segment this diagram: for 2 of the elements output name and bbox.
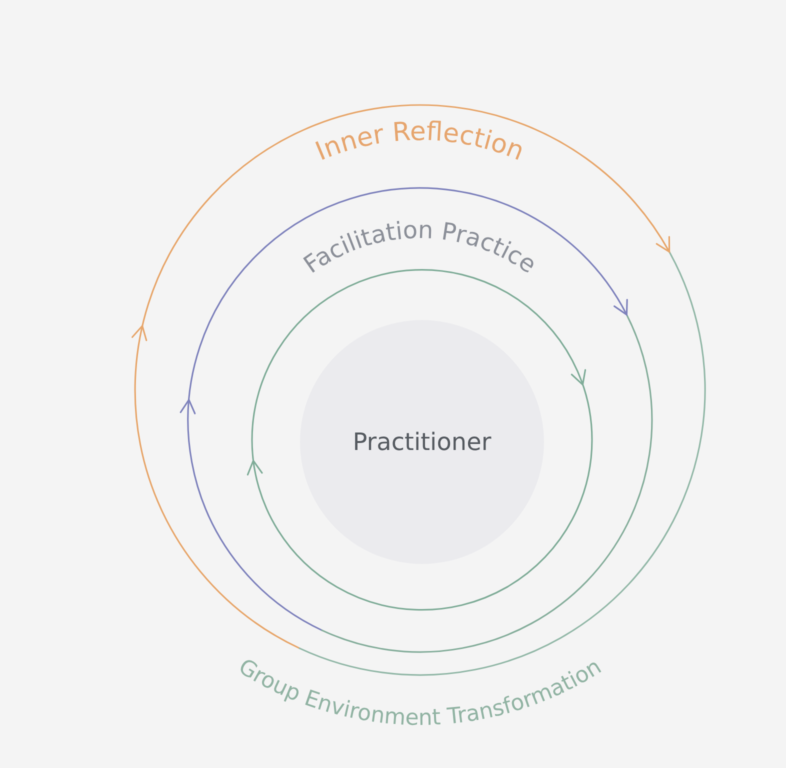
ring-label: Inner Reflection <box>311 116 528 168</box>
node-label: Practitioner <box>352 428 492 456</box>
